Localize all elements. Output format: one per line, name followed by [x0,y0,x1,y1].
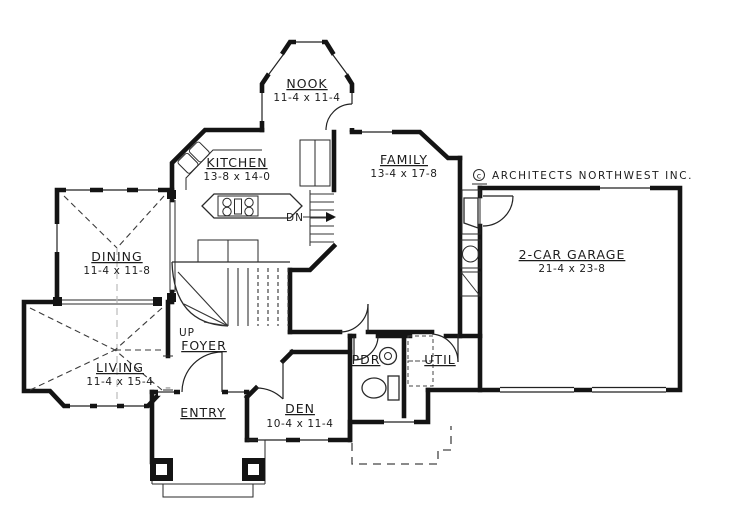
kitchen-island [201,193,303,219]
stairs-up-label: UP [179,327,195,339]
copyright-text: ARCHITECTS NORTHWEST INC. [492,170,693,182]
washer-icon [407,335,434,362]
pedestal-sink-icon [378,346,398,366]
utility-appliances [407,335,434,387]
base-cabinet [197,239,229,263]
living-label: LIVING [96,360,144,375]
doors [181,103,514,400]
toilet-tank [387,375,400,401]
nook-dims: 11-4 x 11-4 [273,92,340,104]
interior-walls [53,129,435,443]
copyright-symbol: c [477,172,481,181]
living-dims: 11-4 x 15-4 [86,376,153,388]
fireplace-chase [460,189,481,297]
cooktop-icon [217,195,259,217]
water-heater-icon [462,245,479,263]
toilet-icon [361,377,387,399]
furnace-icon [460,271,481,297]
kitchen-fixtures [177,139,331,263]
entry-label: ENTRY [180,405,225,420]
room-labels: NOOK 11-4 x 11-4 KITCHEN 13-8 x 14-0 FAM… [83,76,626,430]
family-label: FAMILY [380,152,428,167]
patio-outline [351,426,452,465]
util-label: UTIL [424,352,455,367]
entry-porch [150,439,266,498]
powder-room-fixtures [361,346,400,401]
kitchen-label: KITCHEN [206,155,267,170]
main-staircase [171,261,290,327]
pdr-label: PDR [352,352,381,367]
base-cabinet [227,239,259,263]
den-dims: 10-4 x 11-4 [266,418,333,430]
windows [53,38,666,444]
copyright-icon [473,169,485,181]
stairs-down-label: DN [286,212,304,224]
garage-dims: 21-4 x 23-8 [538,263,605,275]
dining-dims: 11-4 x 11-8 [83,265,150,277]
garage-label: 2-CAR GARAGE [519,247,626,262]
copyright-notice: c ARCHITECTS NORTHWEST INC. [472,169,693,185]
dryer-icon [407,360,434,387]
porch-step [162,483,254,498]
dining-label: DINING [91,249,142,264]
porch-column [242,458,265,481]
kitchen-dims: 13-8 x 14-0 [203,171,270,183]
down-arrow-icon [326,212,336,222]
fireplace-icon [463,197,479,229]
ceiling-lines [29,195,165,404]
den-label: DEN [285,401,315,416]
family-dims: 13-4 x 17-8 [370,168,437,180]
porch-column [150,458,173,481]
kitchen-sink-icon [177,141,210,174]
foyer-label: FOYER [181,338,227,353]
nook-label: NOOK [286,76,327,91]
basement-staircase [303,190,336,246]
